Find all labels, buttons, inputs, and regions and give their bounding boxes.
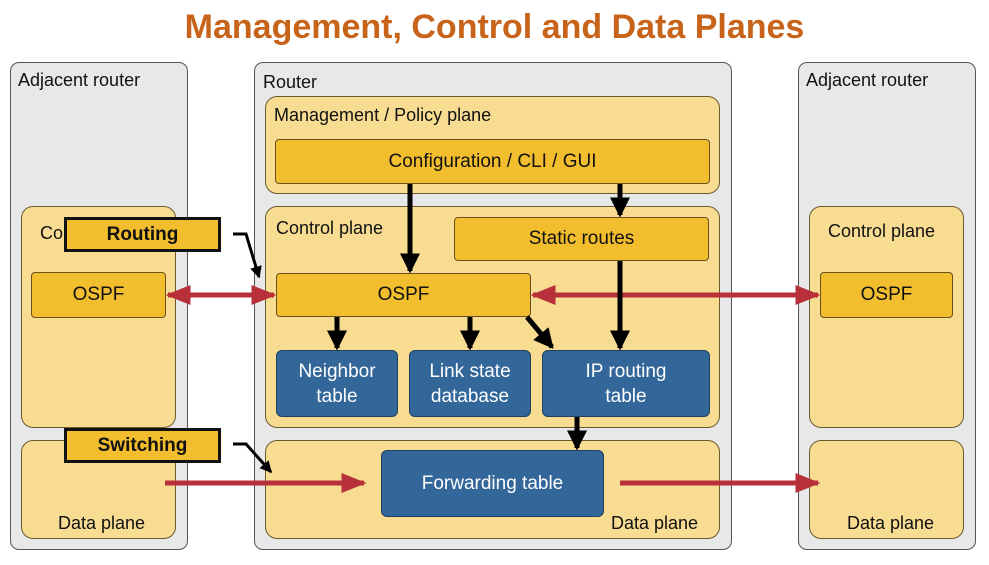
right-router-label: Adjacent router (806, 70, 929, 90)
diagram-title: Management, Control and Data Planes (184, 8, 805, 46)
ospf-box: OSPF (276, 273, 531, 317)
left-control-plane-label: Co (40, 223, 64, 243)
neighbor-table-line1: Neighbor (298, 360, 376, 382)
left-ospf-box: OSPF (31, 272, 166, 318)
ip-routing-table-line2: table (605, 385, 647, 407)
right-control-plane-label: Control plane (828, 221, 936, 241)
left-data-plane-label: Data plane (58, 513, 146, 533)
management-plane-label: Management / Policy plane (274, 105, 492, 125)
neighbor-table-box: Neighbor table (276, 350, 398, 417)
static-routes-box: Static routes (454, 217, 709, 261)
link-state-db-line2: database (430, 385, 510, 407)
ip-routing-table-line1: IP routing (585, 360, 667, 382)
switching-callout: Switching (64, 428, 221, 463)
configuration-cli-gui-box: Configuration / CLI / GUI (275, 139, 710, 184)
data-plane-label: Data plane (611, 513, 699, 533)
link-state-db-line1: Link state (429, 360, 511, 382)
right-data-plane-label: Data plane (847, 513, 935, 533)
forwarding-table-box: Forwarding table (381, 450, 604, 517)
right-data-plane: Data plane (809, 440, 964, 539)
control-plane-label: Control plane (276, 218, 384, 238)
router-label: Router (263, 72, 318, 92)
link-state-database-box: Link state database (409, 350, 531, 417)
neighbor-table-line2: table (316, 385, 358, 407)
ip-routing-table-box: IP routing table (542, 350, 710, 417)
left-router-label: Adjacent router (18, 70, 141, 90)
right-ospf-box: OSPF (820, 272, 953, 318)
routing-callout: Routing (64, 217, 221, 252)
